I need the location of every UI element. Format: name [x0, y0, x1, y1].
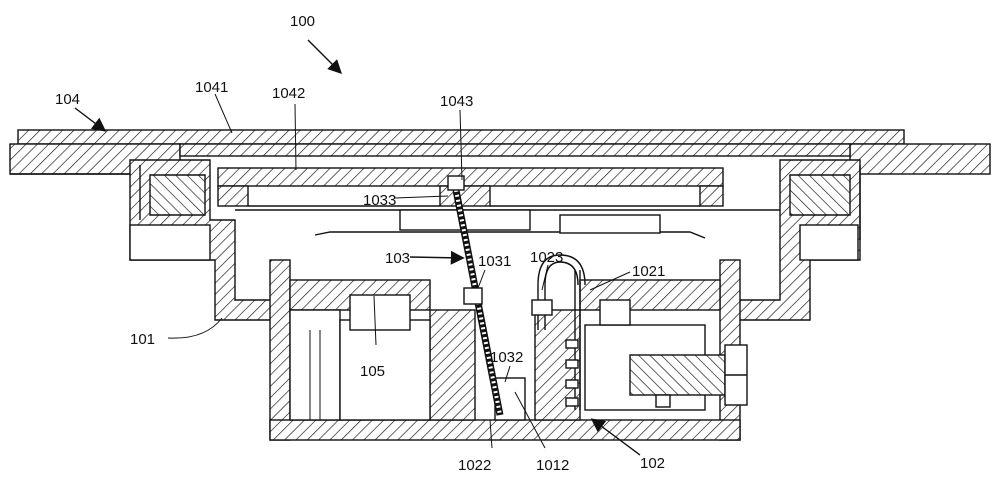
label-cover-inner: 1042: [272, 85, 305, 102]
label-terminal: 102: [640, 455, 665, 472]
label-base-terminal: 1022: [458, 457, 491, 474]
label-spring: 103: [385, 250, 410, 267]
cover-plate: [9, 129, 991, 175]
contact-strip: [531, 254, 586, 410]
label-block: 105: [360, 363, 385, 380]
terminal-screw: [629, 344, 748, 408]
label-cover-top: 1041: [195, 79, 228, 96]
label-assembly: 100: [290, 13, 315, 30]
label-spring-top: 1033: [363, 192, 396, 209]
upper-chamber: [235, 209, 780, 239]
label-spring-bottom: 1032: [490, 349, 523, 366]
inner-cover: [217, 167, 724, 207]
housing-right: [729, 159, 861, 321]
label-contact-tab: 1023: [530, 249, 563, 266]
label-cover-post: 1043: [440, 93, 473, 110]
label-base-slot: 1012: [536, 457, 569, 474]
label-contact-arm: 1021: [632, 263, 665, 280]
label-spring-clip: 1031: [478, 253, 511, 270]
label-cover: 104: [55, 91, 80, 108]
leader-lines: [74, 39, 641, 456]
spring: [447, 175, 504, 416]
label-housing: 101: [130, 331, 155, 348]
